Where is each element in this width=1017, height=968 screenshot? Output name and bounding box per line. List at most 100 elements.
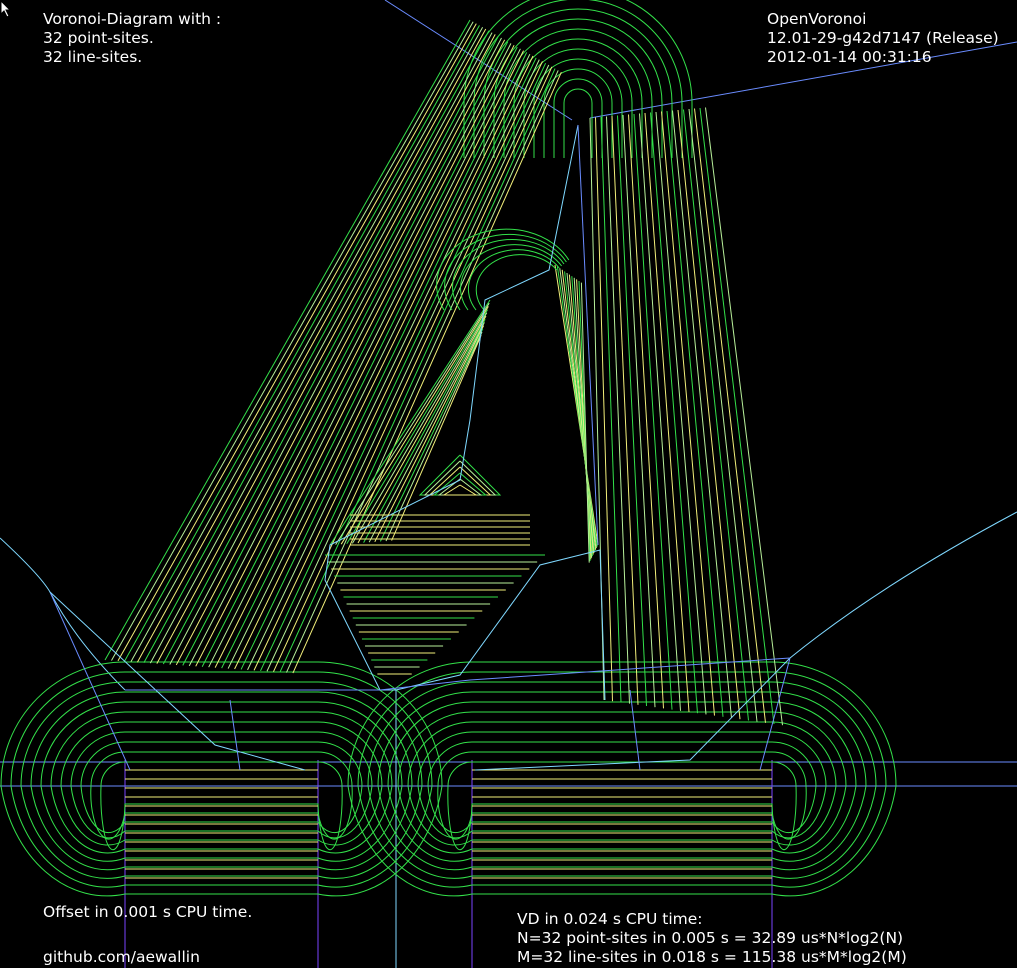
offset-arch	[460, 244, 563, 311]
offset-loop	[357, 671, 887, 888]
offset-loop	[407, 721, 837, 846]
offset-loop	[427, 741, 817, 834]
offset-line	[346, 309, 489, 545]
offset-arch	[483, 8, 673, 158]
offset-line	[351, 312, 488, 544]
offset-line	[705, 107, 783, 726]
offset-line	[391, 335, 482, 541]
offset-loop	[377, 691, 867, 871]
offset-arch	[475, 254, 558, 311]
offset-line	[600, 116, 622, 703]
footer-right: VD in 0.024 s CPU time: N=32 point-sites…	[517, 910, 907, 967]
offset-line	[104, 19, 471, 661]
offset-line	[266, 64, 550, 672]
offset-loop	[90, 751, 353, 840]
offset-line	[617, 115, 647, 707]
offset-arch	[436, 228, 570, 311]
timestamp: 2012-01-14 00:31:16	[767, 48, 932, 66]
header-right: OpenVoronoi 12.01-29-g42d7147 (Release) …	[767, 10, 999, 67]
offset-line	[182, 41, 509, 666]
offset-arch	[444, 233, 567, 311]
medial-axis	[229, 699, 241, 771]
title-line: Voronoi-Diagram with :	[43, 10, 222, 28]
offset-line	[117, 23, 477, 662]
offset-line	[340, 306, 489, 545]
offset-loop	[20, 681, 423, 879]
offset-loop	[30, 691, 413, 871]
offset-line	[442, 484, 478, 496]
offset-line	[628, 114, 664, 709]
offset-line	[622, 114, 656, 708]
offset-arch	[503, 28, 653, 158]
medial-axis	[49, 591, 306, 771]
offset-loop	[397, 711, 847, 854]
offset-loop	[447, 761, 797, 851]
offset-line	[208, 48, 521, 668]
offset-line	[279, 68, 556, 673]
offset-loop	[60, 721, 383, 846]
offset-arch	[452, 238, 565, 311]
offset-line	[357, 315, 487, 544]
offset-arch	[467, 249, 560, 311]
offset-line	[162, 35, 499, 665]
offset-arch	[473, 0, 683, 158]
offset-line	[240, 57, 537, 670]
header-left: Voronoi-Diagram with : 32 point-sites. 3…	[43, 10, 221, 67]
offset-line	[661, 111, 715, 716]
offset-line	[611, 115, 639, 705]
offset-timing: Offset in 0.001 s CPU time.	[43, 903, 253, 921]
offset-line	[195, 44, 515, 667]
vd-timing: VD in 0.024 s CPU time:	[517, 910, 703, 928]
offset-line	[285, 70, 559, 673]
point-sites-count: 32 point-sites.	[43, 29, 154, 47]
version-string: 12.01-29-g42d7147 (Release)	[767, 29, 999, 47]
offset-loop	[10, 671, 433, 888]
offset-arch	[533, 58, 623, 158]
offset-line	[273, 66, 553, 672]
offset-arch	[553, 78, 603, 158]
offset-line	[580, 282, 590, 563]
voronoi-parabola	[789, 511, 1017, 659]
offset-line	[672, 110, 732, 719]
offset-loop	[387, 701, 857, 862]
offset-line	[385, 331, 483, 542]
medial-axis	[324, 124, 606, 701]
offset-arch	[463, 0, 693, 158]
offset-line	[143, 30, 490, 663]
app-name: OpenVoronoi	[767, 10, 867, 28]
point-sites-timing: N=32 point-sites in 0.005 s = 32.89 us*N…	[517, 929, 904, 947]
voronoi-edge	[589, 41, 1017, 119]
line-sites-count: 32 line-sites.	[43, 48, 143, 66]
offset-line	[130, 26, 484, 663]
offset-line	[633, 113, 673, 710]
offset-line	[595, 117, 613, 702]
offset-loop	[50, 711, 393, 854]
offset-line	[666, 110, 724, 717]
offset-loop	[80, 741, 363, 834]
offset-line	[169, 37, 502, 665]
offset-line	[292, 71, 562, 674]
offset-line	[156, 34, 496, 664]
offset-line	[683, 109, 749, 721]
medial-axis	[759, 657, 791, 771]
medial-axis	[49, 591, 131, 771]
offset-line	[188, 43, 512, 667]
offset-line	[329, 299, 491, 546]
offset-arch	[563, 88, 593, 158]
offset-line	[650, 112, 698, 714]
offset-line	[639, 113, 681, 711]
offset-line	[253, 61, 543, 671]
offset-loop	[70, 731, 373, 839]
offset-line	[227, 53, 531, 669]
offset-line	[175, 39, 506, 666]
medial-axis	[577, 124, 599, 546]
offset-line	[234, 55, 534, 670]
offset-line	[655, 111, 707, 715]
offset-line	[688, 108, 758, 722]
line-sites-timing: M=32 line-sites in 0.018 s = 115.38 us*M…	[517, 948, 907, 966]
offset-line	[363, 318, 486, 543]
offset-line	[374, 325, 485, 543]
github-link[interactable]: github.com/aewallin	[43, 948, 200, 966]
